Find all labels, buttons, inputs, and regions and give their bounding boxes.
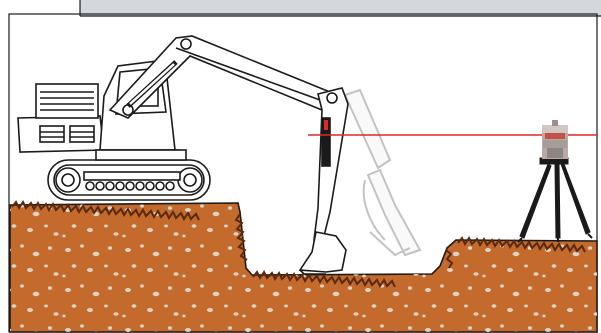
tripod-icon <box>518 158 592 242</box>
ghost-arm-positions <box>345 90 420 255</box>
laser-level-icon <box>542 120 568 159</box>
